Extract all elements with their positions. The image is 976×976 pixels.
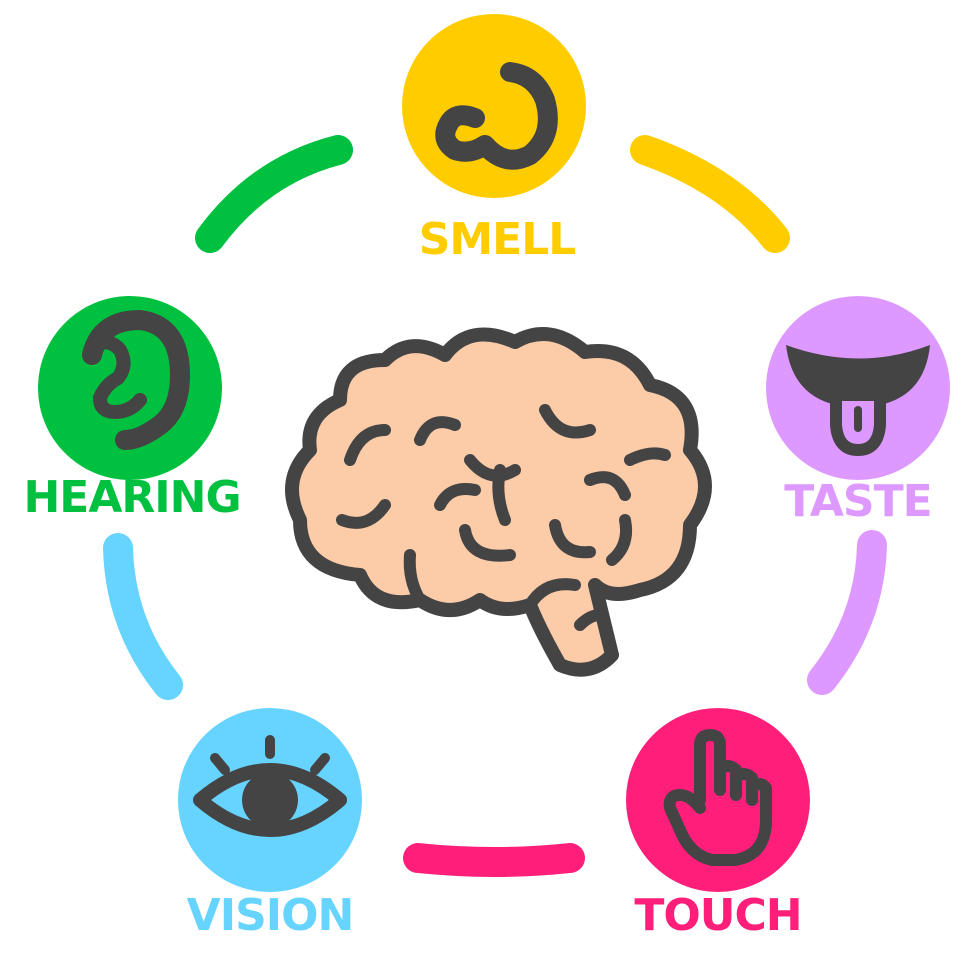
sense-hearing: HEARING (23, 296, 242, 523)
arc-hearing-smell (195, 135, 353, 253)
touch-label: TOUCH (634, 890, 801, 941)
brain-icon (285, 327, 712, 677)
connector-arcs (103, 135, 887, 877)
sense-taste: TASTE (766, 296, 950, 527)
hand-icon (663, 729, 772, 866)
vision-label: VISION (187, 890, 354, 941)
eye-icon (193, 735, 347, 837)
arc-vision-hearing (103, 533, 183, 700)
taste-label: TASTE (784, 476, 931, 527)
arc-taste-touch (807, 530, 887, 695)
sense-smell: SMELL (402, 14, 586, 265)
smell-label: SMELL (419, 214, 576, 265)
smell-badge (402, 14, 586, 198)
sense-touch: TOUCH (626, 708, 810, 941)
sense-vision: VISION (178, 708, 362, 941)
nose-icon (435, 62, 558, 170)
hearing-label: HEARING (23, 472, 240, 523)
ear-icon (82, 309, 191, 450)
tongue-icon (786, 345, 930, 456)
arc-touch-vision (403, 843, 585, 877)
arc-smell-taste (630, 135, 790, 253)
